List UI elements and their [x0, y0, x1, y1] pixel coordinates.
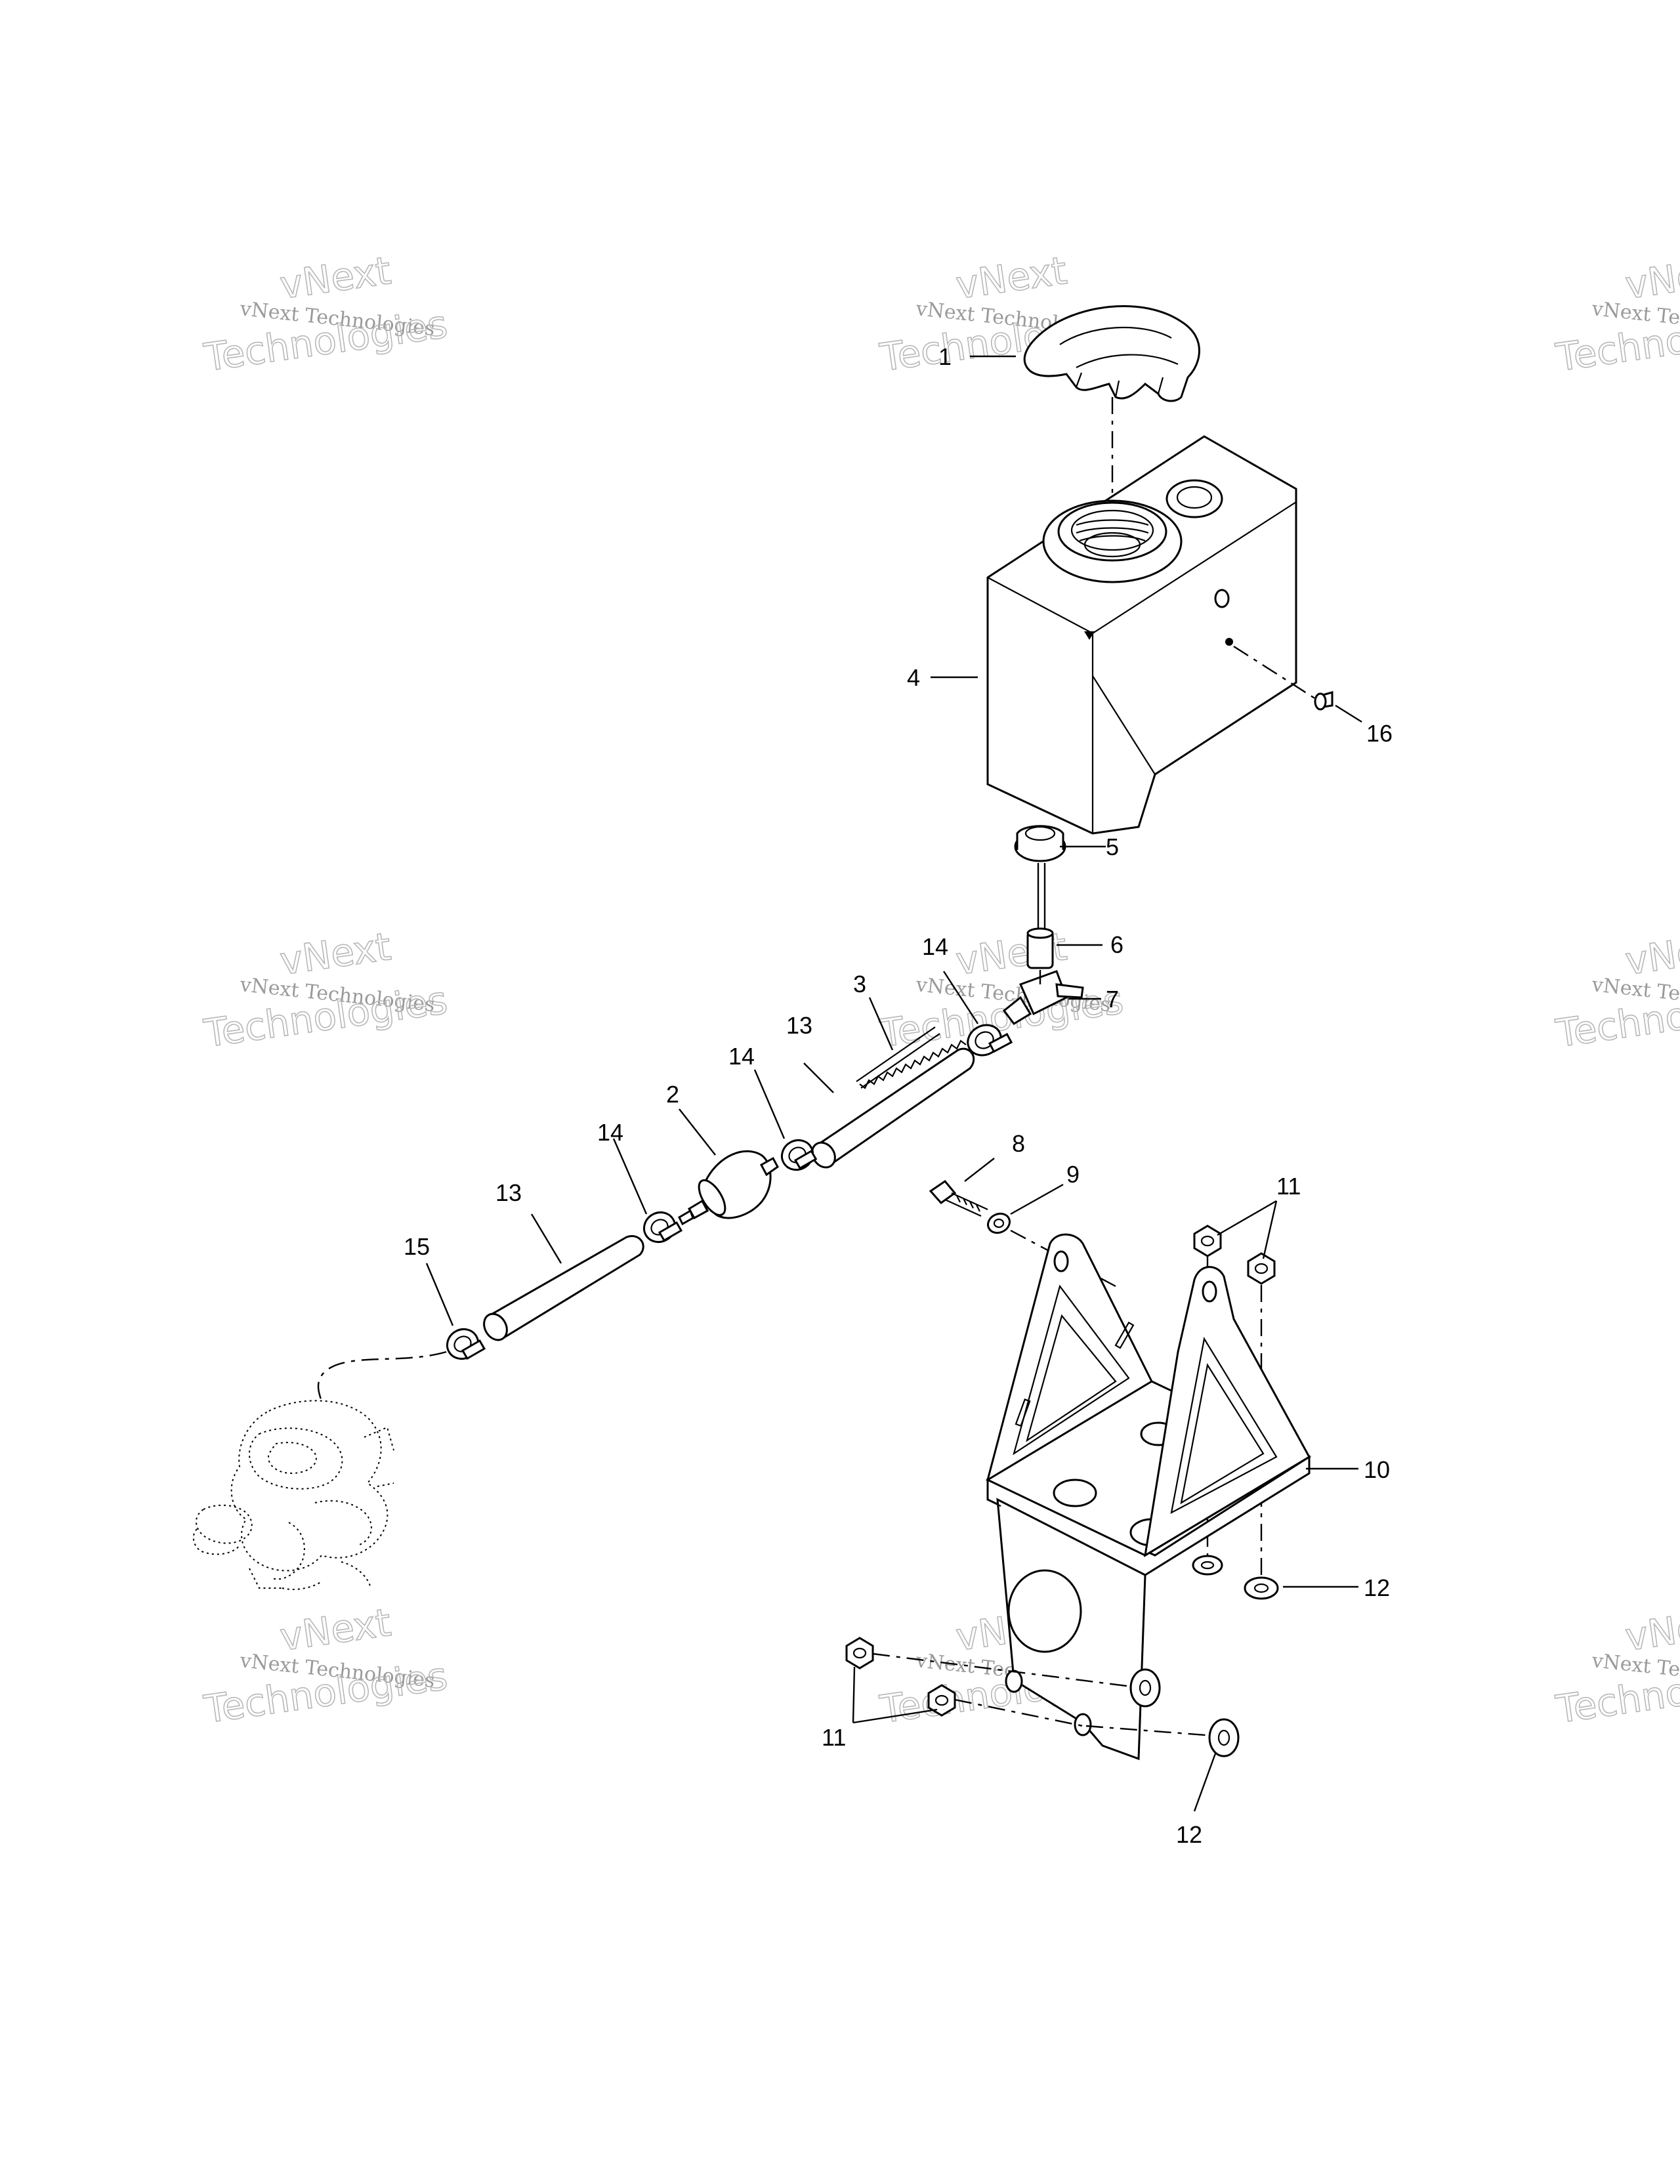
washer-12-a: [1192, 1555, 1223, 1576]
lock-nut-11-a: [1193, 1225, 1222, 1257]
mounting-bolt: [929, 1179, 988, 1217]
fuel-filter: [678, 1150, 779, 1226]
hose-clamp-14-middle: [780, 1139, 818, 1171]
svg-text:vNext: vNext: [277, 924, 393, 984]
plug: [1314, 691, 1334, 711]
hose-clamp-15: [446, 1328, 486, 1360]
callout-9: 9: [1066, 1161, 1080, 1188]
svg-text:vNext: vNext: [1622, 248, 1680, 308]
spring: [856, 1026, 967, 1089]
lock-nut-11-c: [845, 1637, 874, 1670]
nut-axis-line-e: [1085, 1725, 1215, 1737]
callout-11-bottom: 11: [822, 1724, 846, 1751]
leader-lines: [425, 355, 1362, 1812]
callout-13-lower: 13: [495, 1179, 522, 1206]
callout-1: 1: [938, 343, 952, 370]
callout-16: 16: [1366, 720, 1393, 747]
callout-8: 8: [1012, 1130, 1025, 1157]
callout-numbers: 1 2 3 4 5 6 7 8 9 10 11 11 12 12 13 13 1…: [404, 343, 1393, 1848]
fuel-hose-13-lower: [483, 1235, 644, 1341]
watermark-bottom-right: vNext vNext Technologies Technologies: [1553, 1599, 1680, 1732]
nut-axis-line-d: [954, 1698, 1083, 1727]
hose-clamp-14-lower: [642, 1211, 683, 1244]
nut-axis-line-c: [872, 1652, 1143, 1689]
callout-12-right: 12: [1364, 1574, 1390, 1601]
fuel-tank: [986, 435, 1297, 835]
callout-3: 3: [853, 971, 866, 998]
watermark-mid-left: vNext vNext Technologies Technologies: [201, 923, 451, 1057]
svg-text:vNext: vNext: [277, 1600, 393, 1660]
callout-15: 15: [404, 1233, 430, 1260]
carburetor-phantom: [192, 1400, 394, 1590]
callout-2: 2: [666, 1081, 679, 1108]
callout-11-top: 11: [1276, 1173, 1301, 1200]
watermark-mid-right: vNext vNext Technologies Technologies: [1553, 923, 1680, 1057]
lock-nut-11-d: [927, 1684, 956, 1717]
callout-12-bottom: 12: [1176, 1821, 1202, 1848]
callout-7: 7: [1106, 986, 1119, 1013]
tank-mounting-bracket: [985, 1233, 1312, 1761]
washer-12-c: [1129, 1668, 1161, 1708]
hose-routing-line: [317, 1351, 447, 1402]
vent-axis-line: [1233, 645, 1316, 700]
washer-12-b: [1244, 1576, 1279, 1600]
filler-cap: [1023, 305, 1200, 402]
hose-clamp-14-top: [967, 1024, 1013, 1057]
callout-14-lower: 14: [597, 1119, 623, 1146]
svg-text:vNext: vNext: [953, 248, 1069, 308]
svg-text:vNext: vNext: [1622, 924, 1680, 984]
watermark-top-right: vNext vNext Technologies Technologies: [1553, 247, 1680, 381]
watermark-top-left: vNext vNext Technologies Technologies: [201, 247, 451, 381]
callout-14-middle: 14: [728, 1043, 755, 1070]
svg-text:vNext: vNext: [1622, 1600, 1680, 1660]
callout-14-top: 14: [922, 933, 948, 960]
washer-9: [986, 1212, 1011, 1234]
fuel-hose-13-upper: [811, 1047, 975, 1169]
watermark-bottom-left: vNext vNext Technologies Technologies: [201, 1599, 451, 1732]
callout-5: 5: [1106, 833, 1119, 860]
watermark-line1: vNext: [277, 248, 393, 308]
washer-12-d: [1208, 1718, 1240, 1757]
callout-4: 4: [907, 664, 920, 691]
callout-10: 10: [1364, 1456, 1390, 1483]
grommet: [1014, 825, 1066, 862]
shutoff-valve: [1002, 970, 1084, 1025]
callout-6: 6: [1110, 931, 1124, 958]
lock-nut-11-b: [1247, 1252, 1276, 1285]
callout-13-upper: 13: [786, 1012, 812, 1039]
pickup-tube: [1026, 863, 1054, 969]
